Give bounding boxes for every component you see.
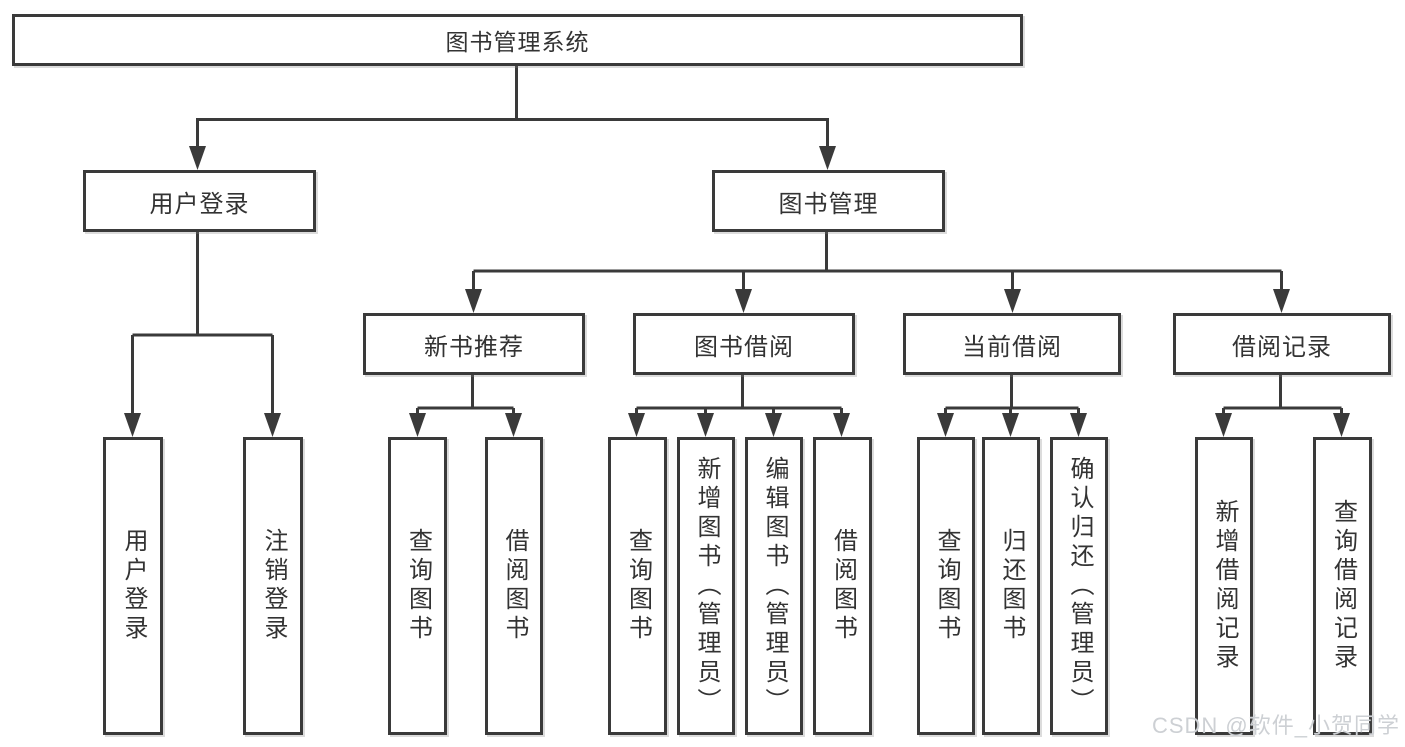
arrowhead-icon (1273, 289, 1290, 313)
leaf-return-books-label: 归还图书 (998, 528, 1025, 644)
connector-currentborrow-to-leaves (944, 375, 1080, 415)
node-book-borrow: 图书借阅 (633, 313, 855, 375)
arrowhead-icon (697, 413, 714, 437)
connector-userlogin-to-leaves (131, 232, 274, 415)
leaf-query-borrow-record: 查询借阅记录 (1313, 437, 1372, 735)
leaf-add-books-admin-label: 新增图书（管理员） (693, 455, 720, 717)
leaf-return-books: 归还图书 (982, 437, 1040, 735)
leaf-query-books-1: 查询图书 (388, 437, 447, 735)
connector-newbooks-to-leaves (416, 375, 515, 415)
arrowhead-icon (1070, 413, 1087, 437)
node-user-login-label: 用户登录 (149, 190, 250, 218)
leaf-logout: 注销登录 (243, 437, 303, 735)
arrowhead-icon (264, 413, 281, 437)
leaf-edit-books-admin-label: 编辑图书（管理员） (761, 455, 788, 717)
csdn-watermark: CSDN @软件_小贺同学 (1151, 713, 1400, 738)
leaf-add-borrow-record: 新增借阅记录 (1195, 437, 1253, 735)
node-book-borrow-label: 图书借阅 (694, 333, 794, 361)
arrowhead-icon (819, 146, 836, 170)
leaf-query-books-3: 查询图书 (917, 437, 975, 735)
leaf-confirm-return-admin: 确认归还（管理员） (1050, 437, 1108, 735)
leaf-user-login: 用户登录 (103, 437, 163, 735)
arrowhead-icon (505, 413, 522, 437)
leaf-query-books-2: 查询图书 (608, 437, 667, 735)
arrowhead-icon (465, 289, 482, 313)
connector-borrowrecords-to-leaves (1222, 375, 1343, 415)
arrowhead-icon (833, 413, 850, 437)
arrowhead-icon (1333, 413, 1350, 437)
arrowhead-icon (189, 146, 206, 170)
node-root-label: 图书管理系统 (445, 29, 590, 55)
leaf-confirm-return-admin-label: 确认归还（管理员） (1066, 455, 1093, 717)
connector-root-to-level2 (196, 66, 829, 150)
leaf-add-books-admin: 新增图书（管理员） (677, 437, 735, 735)
leaf-user-login-label: 用户登录 (120, 528, 147, 644)
connector-bookmgmt-to-level3 (472, 232, 1283, 291)
leaf-edit-books-admin: 编辑图书（管理员） (745, 437, 803, 735)
leaf-query-books-2-label: 查询图书 (624, 528, 652, 644)
arrowhead-icon (735, 289, 752, 313)
leaf-query-borrow-record-label: 查询借阅记录 (1329, 499, 1357, 673)
arrowhead-icon (1004, 289, 1021, 313)
node-user-login: 用户登录 (83, 170, 316, 232)
leaf-borrow-books-1: 借阅图书 (485, 437, 543, 735)
arrowhead-icon (124, 413, 141, 437)
arrowhead-icon (765, 413, 782, 437)
arrowhead-icon (628, 413, 645, 437)
arrowhead-icon (937, 413, 954, 437)
leaf-borrow-books-1-label: 借阅图书 (501, 528, 528, 644)
node-borrow-records: 借阅记录 (1173, 313, 1391, 375)
leaf-logout-label: 注销登录 (260, 528, 287, 644)
arrowhead-icon (409, 413, 426, 437)
arrowhead-icon (1002, 413, 1019, 437)
connector-bookborrow-to-leaves (635, 375, 843, 415)
node-current-borrow-label: 当前借阅 (962, 333, 1062, 361)
leaf-borrow-books-2: 借阅图书 (813, 437, 872, 735)
node-borrow-records-label: 借阅记录 (1232, 333, 1332, 361)
node-root: 图书管理系统 (12, 14, 1023, 66)
node-current-borrow: 当前借阅 (903, 313, 1121, 375)
leaf-query-books-1-label: 查询图书 (404, 528, 432, 644)
arrowhead-icon (1215, 413, 1232, 437)
leaf-add-borrow-record-label: 新增借阅记录 (1211, 499, 1238, 673)
leaf-borrow-books-2-label: 借阅图书 (829, 528, 857, 644)
node-book-management-label: 图书管理 (778, 190, 879, 218)
node-new-book-recommend-label: 新书推荐 (424, 333, 524, 361)
node-new-book-recommend: 新书推荐 (363, 313, 585, 375)
node-book-management: 图书管理 (712, 170, 945, 232)
leaf-query-books-3-label: 查询图书 (933, 528, 960, 644)
